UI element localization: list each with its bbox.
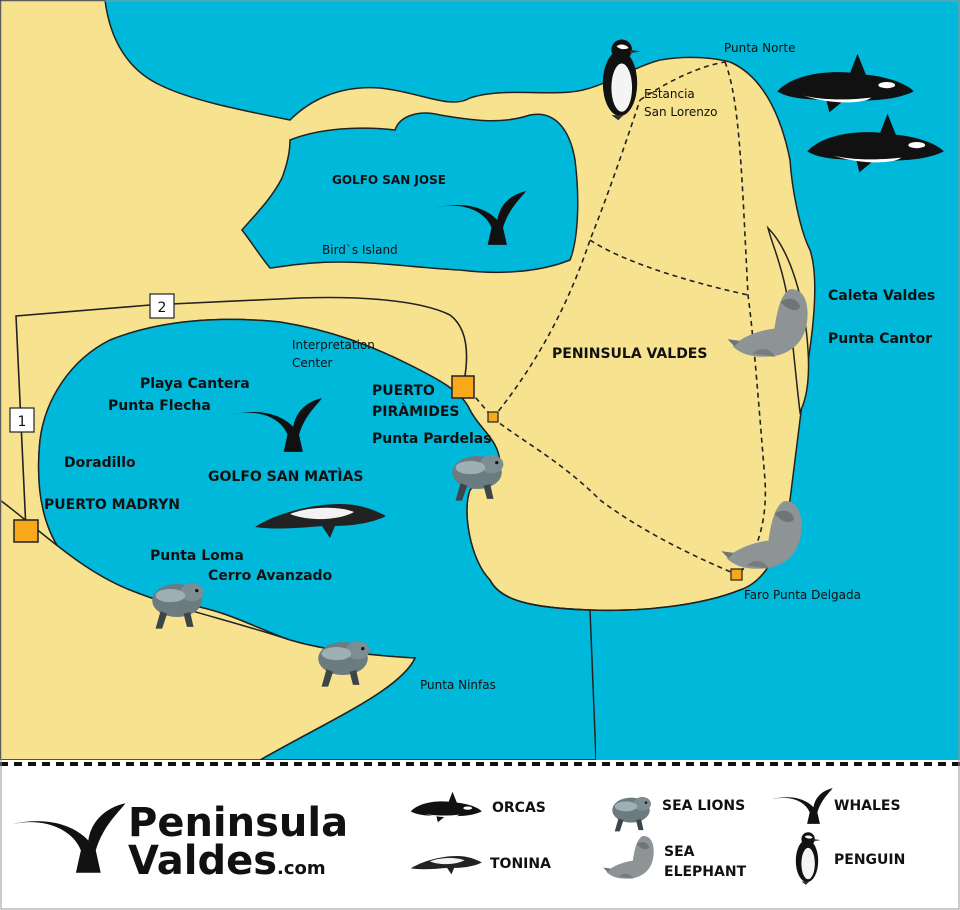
- label-punta-flecha: Punta Flecha: [108, 398, 211, 414]
- southern-land: [0, 499, 417, 761]
- label-birds-island: Bird`s Island: [322, 243, 398, 257]
- legend-penguin-label: PENGUIN: [834, 852, 905, 868]
- label-peninsula-valdes: PENINSULA VALDES: [552, 346, 707, 362]
- legend-orcas-label: ORCAS: [492, 800, 546, 816]
- route-road: [15, 296, 468, 531]
- label-puerto-piramides-2: PIRÀMIDES: [372, 403, 460, 420]
- brand-line1: Peninsula: [128, 800, 348, 846]
- label-punta-ninfas: Punta Ninfas: [420, 678, 496, 692]
- brand-line2-text: Valdes: [128, 838, 277, 884]
- label-cerro-avanzado: Cerro Avanzado: [208, 568, 333, 584]
- route-1-label: 1: [18, 414, 27, 430]
- atlantic-south-water: [596, 500, 960, 760]
- puerto-madryn-marker[interactable]: [13, 519, 39, 543]
- label-punta-cantor: Punta Cantor: [828, 331, 932, 347]
- label-faro-punta-delgada: Faro Punta Delgada: [744, 588, 861, 602]
- brand-line2: Valdes.com: [128, 838, 326, 884]
- label-interpretation-2: Center: [292, 356, 332, 370]
- legend-panel: [0, 760, 960, 910]
- legend-tonina-label: TONINA: [490, 856, 551, 872]
- label-doradillo: Doradillo: [64, 455, 136, 471]
- legend-sea-lions-label: SEA LIONS: [662, 798, 745, 814]
- route-2-label: 2: [158, 300, 167, 316]
- label-golfo-san-matias: GOLFO SAN MATÌAS: [208, 468, 364, 485]
- label-playa-cantera: Playa Cantera: [140, 376, 250, 392]
- route-1-sign: [9, 407, 35, 433]
- legend-whales-label: WHALES: [834, 798, 901, 814]
- faro-marker[interactable]: [730, 568, 743, 581]
- label-puerto-piramides-1: PUERTO: [372, 383, 435, 399]
- label-punta-pardelas: Punta Pardelas: [372, 431, 492, 447]
- label-punta-loma: Punta Loma: [150, 548, 244, 564]
- junction-marker[interactable]: [487, 411, 499, 423]
- label-estancia-2: San Lorenzo: [644, 105, 718, 119]
- brand-suffix: .com: [277, 858, 326, 879]
- label-estancia-1: Estancia: [644, 87, 695, 101]
- legend-sea-elephant-label-2: ELEPHANT: [664, 864, 747, 880]
- legend-sea-elephant-label-1: SEA: [664, 844, 695, 860]
- route-2-sign: [149, 293, 175, 319]
- dashed-tracks: [463, 61, 767, 576]
- label-golfo-san-jose: GOLFO SAN JOSE: [332, 173, 446, 187]
- puerto-piramides-marker[interactable]: [451, 375, 475, 399]
- label-punta-norte: Punta Norte: [724, 41, 795, 55]
- label-caleta-valdes: Caleta Valdes: [828, 288, 935, 304]
- label-puerto-madryn: PUERTO MADRYN: [44, 497, 180, 513]
- label-interpretation-1: Interpretation: [292, 338, 375, 352]
